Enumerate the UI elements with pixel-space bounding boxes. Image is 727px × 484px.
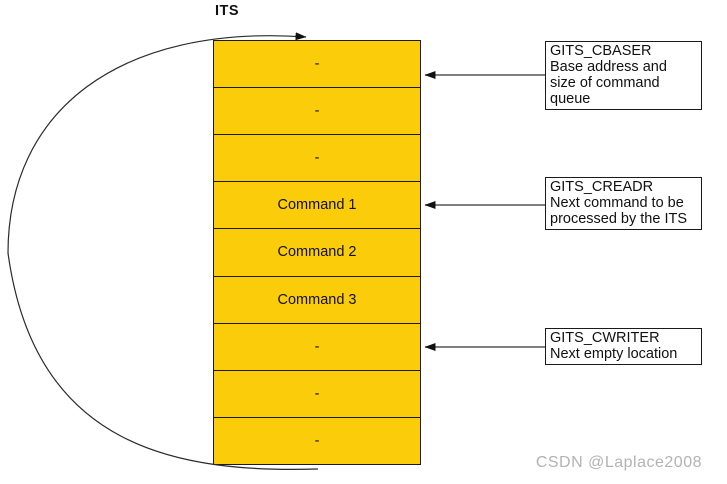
command-queue: - - - Command 1 Command 2 Command 3 - - …: [213, 40, 421, 465]
annotation-line: Next command to be: [550, 195, 684, 211]
watermark: CSDN @Laplace2008: [535, 454, 702, 471]
queue-cell: -: [214, 416, 420, 464]
annotation-line: GITS_CREADR: [550, 179, 654, 195]
annotation-line: Next empty location: [550, 346, 678, 362]
queue-cell: Command 2: [214, 228, 420, 276]
annotation-line: GITS_CBASER: [550, 43, 652, 59]
queue-cell: -: [214, 87, 420, 135]
its-label: ITS: [215, 3, 240, 19]
annotation-line: Base address and: [550, 59, 667, 75]
queue-cell: -: [214, 322, 420, 370]
queue-cell: -: [214, 134, 420, 182]
annotation-gits-cbaser: GITS_CBASER Base address and size of com…: [545, 41, 702, 110]
queue-cell: -: [214, 369, 420, 417]
queue-cell: Command 1: [214, 181, 420, 229]
queue-cell: -: [214, 41, 420, 88]
annotation-line: queue: [550, 91, 591, 107]
annotation-gits-cwriter: GITS_CWRITER Next empty location: [545, 328, 702, 365]
annotation-gits-creadr: GITS_CREADR Next command to be processed…: [545, 177, 702, 230]
annotation-line: size of command: [550, 75, 660, 91]
annotation-line: GITS_CWRITER: [550, 330, 660, 346]
queue-cell: Command 3: [214, 275, 420, 323]
annotation-line: processed by the ITS: [550, 211, 688, 227]
